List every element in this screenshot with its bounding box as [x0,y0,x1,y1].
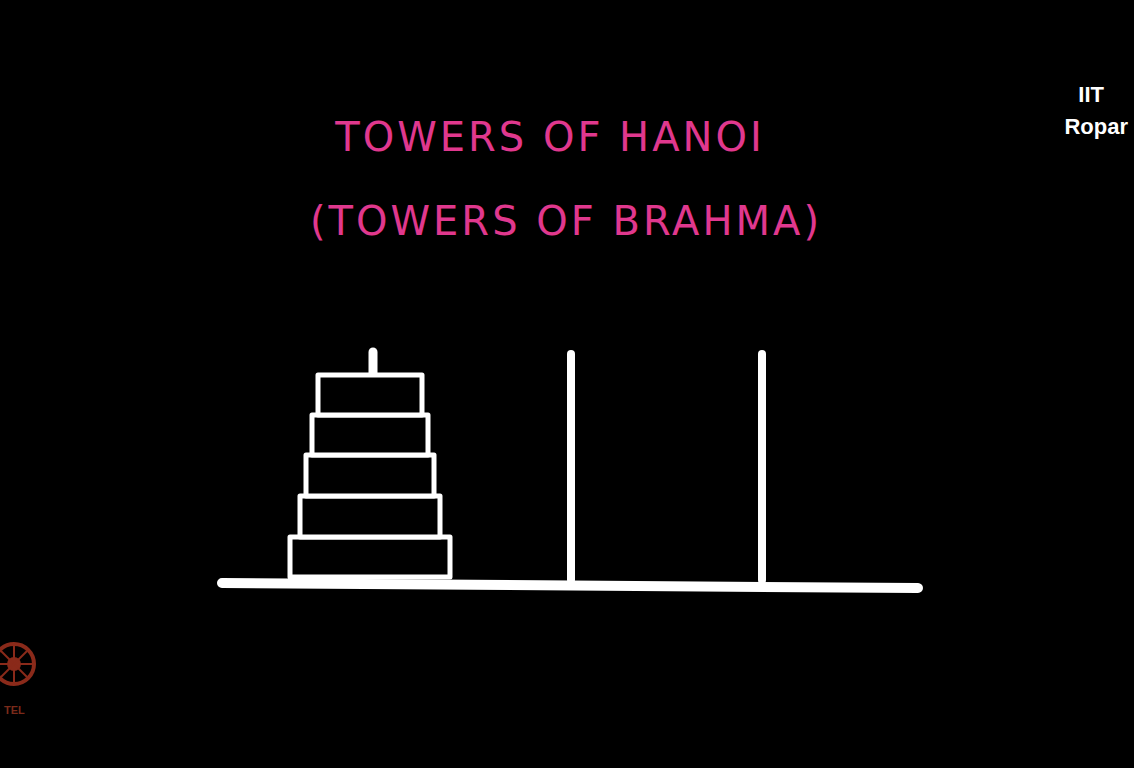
middle-peg [567,354,575,580]
disk [306,455,434,496]
title: TOWERS OF HANOI [335,114,765,160]
subtitle: (TOWERS OF BRAHMA) [310,198,822,244]
institute-name: IIT [1078,82,1104,108]
logo-text: TEL [4,704,25,716]
base-board [222,583,918,588]
disk [312,415,428,455]
disk [318,375,422,415]
institute-name: Ropar [1064,114,1128,140]
disk [300,496,440,537]
disk [290,537,450,577]
nptel-logo [0,644,34,684]
right-peg [758,354,766,580]
